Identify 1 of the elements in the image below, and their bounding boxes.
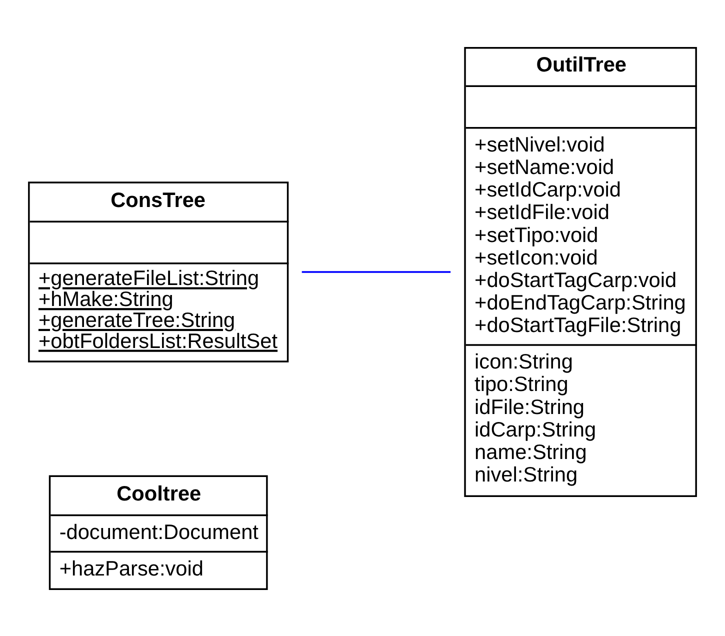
connector xyxy=(302,270,451,272)
